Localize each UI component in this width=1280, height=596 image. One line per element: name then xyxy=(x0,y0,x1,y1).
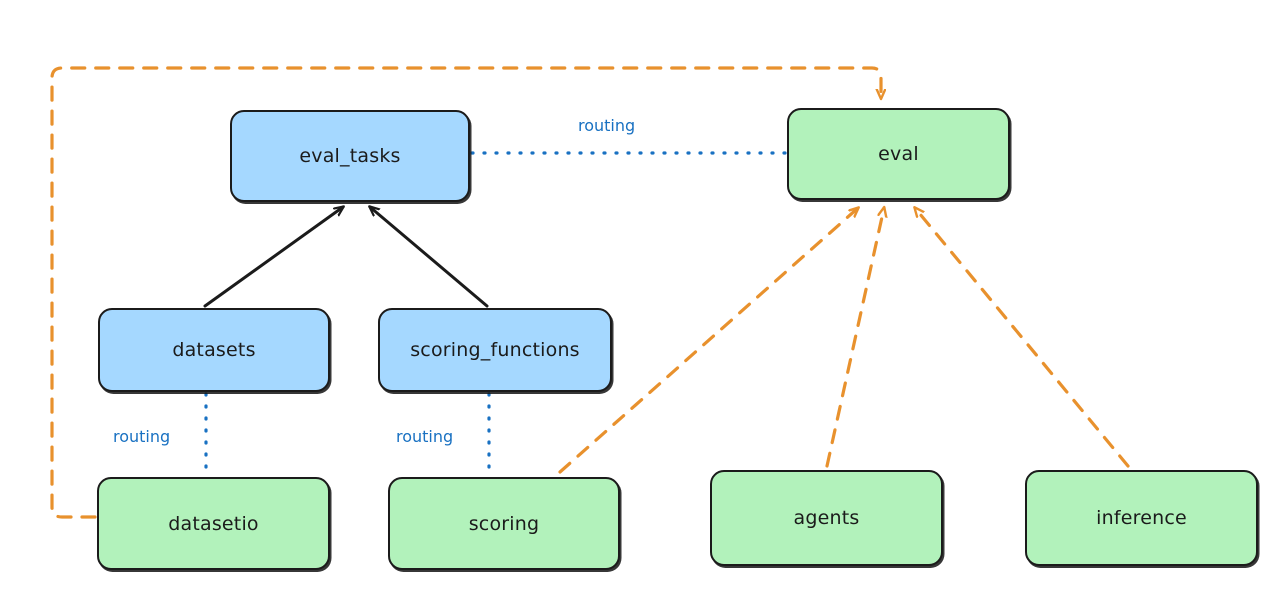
edge-datasets-to-eval-tasks xyxy=(203,207,343,308)
node-label: scoring xyxy=(468,512,540,535)
node-eval[interactable]: eval xyxy=(787,108,1010,200)
node-inference[interactable]: inference xyxy=(1025,470,1258,566)
node-datasetio[interactable]: datasetio xyxy=(97,477,330,570)
node-label: scoring_functions xyxy=(410,339,580,361)
node-label: agents xyxy=(793,507,860,529)
node-datasets[interactable]: datasets xyxy=(98,308,330,392)
node-label: datasets xyxy=(172,339,256,361)
node-scoring[interactable]: scoring xyxy=(388,477,620,570)
node-label: eval_tasks xyxy=(299,145,401,167)
node-agents[interactable]: agents xyxy=(710,470,943,566)
node-label: eval xyxy=(878,143,919,165)
edge-label-routing-eval: routing xyxy=(578,116,636,135)
edge-inference-to-eval xyxy=(915,208,1130,468)
edge-label-routing-datasets: routing xyxy=(113,427,171,446)
node-label: datasetio xyxy=(168,512,259,535)
node-label: inference xyxy=(1096,507,1187,529)
edge-agents-to-eval xyxy=(825,208,884,468)
node-scoring-functions[interactable]: scoring_functions xyxy=(378,308,612,392)
edge-scoring-functions-to-eval-tasks xyxy=(370,207,489,308)
edge-label-routing-scoring-functions: routing xyxy=(396,427,454,446)
node-eval-tasks[interactable]: eval_tasks xyxy=(230,110,470,202)
